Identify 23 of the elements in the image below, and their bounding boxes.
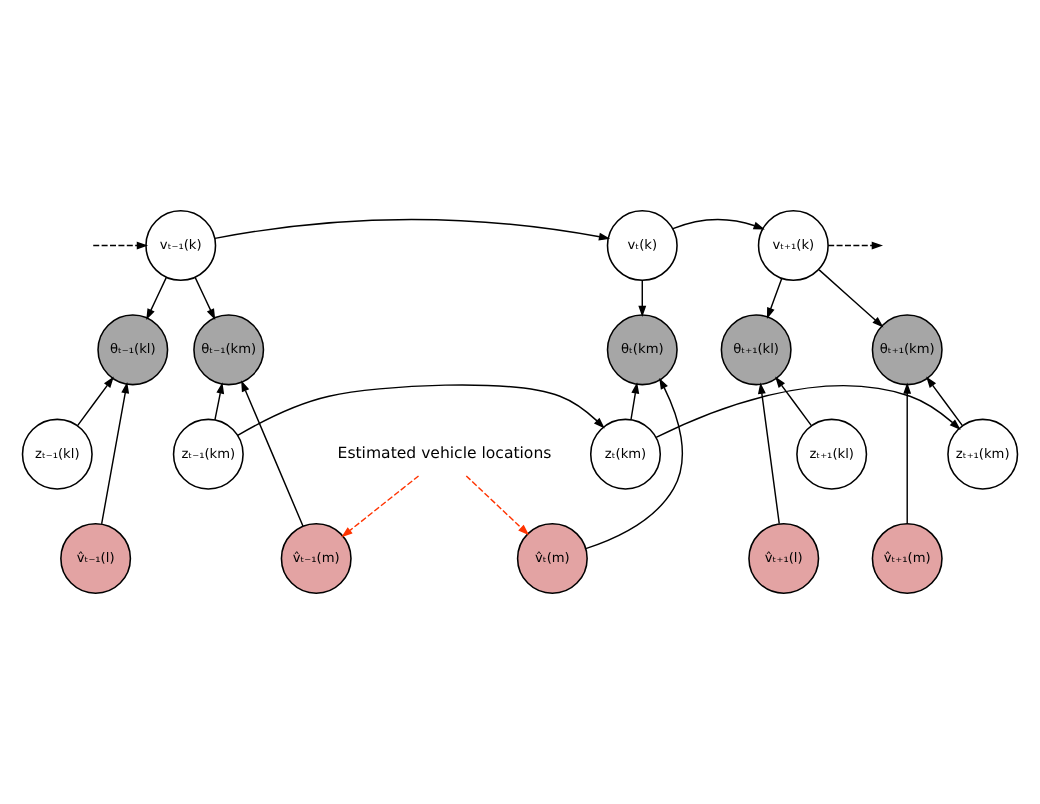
- arrow: [241, 380, 304, 527]
- arrow: [585, 377, 684, 550]
- arrow: [214, 218, 611, 241]
- arrow: [92, 241, 149, 250]
- arrow: [194, 276, 216, 321]
- arrow: [76, 376, 114, 427]
- arrow: [630, 382, 640, 421]
- arrow: [465, 475, 530, 536]
- arrow: [236, 384, 605, 437]
- arrow: [926, 376, 964, 427]
- arrow: [655, 385, 961, 439]
- arrow: [766, 277, 783, 320]
- arrow: [775, 376, 813, 427]
- arrow: [757, 382, 780, 525]
- arrow: [341, 475, 420, 538]
- arrow: [818, 269, 884, 328]
- arrow: [672, 218, 765, 230]
- arrow: [827, 241, 883, 250]
- arrow: [903, 382, 912, 525]
- arrow: [146, 276, 168, 321]
- arrow: [100, 382, 130, 525]
- arrow: [214, 382, 225, 421]
- arrow: [638, 279, 647, 318]
